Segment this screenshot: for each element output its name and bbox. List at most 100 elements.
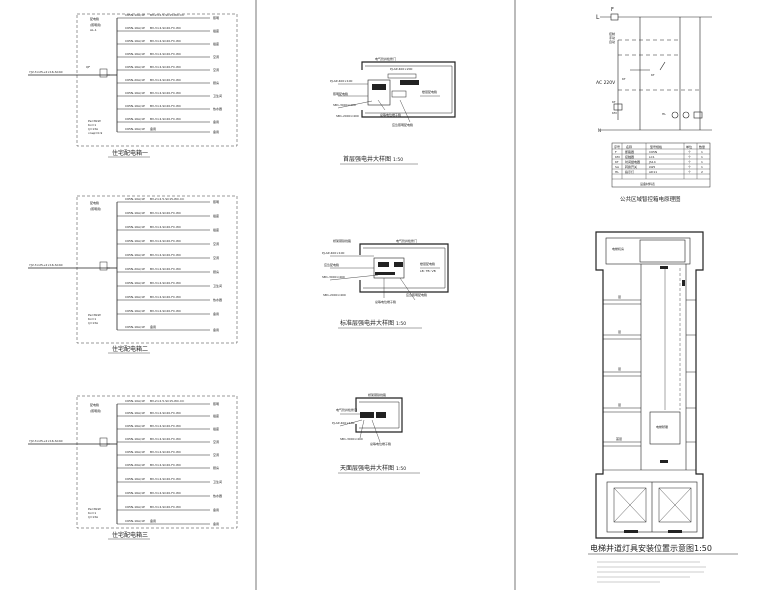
svg-text:BV-3×4-SC20-FC.WC: BV-3×4-SC20-FC.WC	[150, 26, 181, 30]
svg-text:热水器: 热水器	[213, 297, 222, 302]
svg-text:BV-2×2.5-SC15-WC.CC: BV-2×2.5-SC15-WC.CC	[150, 197, 184, 201]
svg-text:BV-3×4-SC20-FC.WC: BV-3×4-SC20-FC.WC	[150, 411, 181, 415]
svg-text:自动: 自动	[609, 39, 615, 44]
svg-text:C65N-16A/1P: C65N-16A/1P	[125, 505, 145, 509]
svg-text:空调: 空调	[213, 54, 219, 59]
svg-text:空调: 空调	[213, 255, 219, 260]
svg-text:厨房: 厨房	[213, 465, 219, 470]
svg-text:BV-3×4-SC20-FC.WC: BV-3×4-SC20-FC.WC	[150, 505, 181, 509]
svg-text:备用: 备用	[150, 126, 156, 131]
svg-text:HL: HL	[662, 112, 666, 116]
svg-text:AL-1: AL-1	[90, 28, 97, 32]
svg-text:备用: 备用	[213, 129, 219, 134]
svg-text:插座: 插座	[213, 213, 219, 218]
svg-text:型号规格: 型号规格	[650, 144, 662, 149]
label-N: N	[598, 128, 601, 133]
svg-text:楼层配电箱: 楼层配电箱	[420, 261, 435, 266]
svg-text:备用: 备用	[213, 119, 219, 124]
label-ac: AC 220V	[596, 80, 616, 86]
svg-text:C65N-20A/1P: C65N-20A/1P	[125, 463, 145, 467]
svg-text:控制: 控制	[609, 31, 615, 36]
svg-text:BV-3×4-SC20-FC.WC: BV-3×4-SC20-FC.WC	[150, 78, 181, 82]
svg-text:备用: 备用	[213, 327, 219, 332]
svg-text:断路器: 断路器	[625, 149, 634, 154]
distribution-box-1: YJV-3×25+2×16-SC40 QF 配电箱 (照明用) AL-1 Pe=…	[28, 13, 238, 158]
svg-text:YJV-3×25+2×16-SC40: YJV-3×25+2×16-SC40	[29, 439, 63, 443]
svg-text:BV-3×4-SC20-FC.WC: BV-3×4-SC20-FC.WC	[150, 281, 181, 285]
svg-text:照明: 照明	[213, 200, 219, 204]
svg-text:C65N-10A/1P: C65N-10A/1P	[125, 399, 145, 403]
svg-text:Ij=13A: Ij=13A	[88, 127, 99, 131]
svg-text:接触器: 接触器	[625, 154, 634, 159]
svg-text:手动: 手动	[609, 35, 615, 40]
svg-text:空调: 空调	[213, 241, 219, 246]
svg-text:个: 个	[688, 160, 691, 164]
svg-text:插座: 插座	[213, 28, 219, 33]
svg-text:AD11: AD11	[649, 170, 657, 174]
svg-text:PJ-AP-400×100: PJ-AP-400×100	[322, 251, 345, 255]
svg-text:层: 层	[618, 402, 621, 407]
svg-text:BV-3×4-SC20-FC.WC: BV-3×4-SC20-FC.WC	[150, 104, 181, 108]
svg-text:C65N-16A/1P: C65N-16A/1P	[125, 225, 145, 229]
svg-text:BV-3×4-SC20-FC.WC: BV-3×4-SC20-FC.WC	[150, 117, 181, 121]
svg-text:C65N-16A/1P: C65N-16A/1P	[125, 519, 145, 523]
svg-text:空调: 空调	[213, 452, 219, 457]
svg-text:BV-3×4-SC20-FC.WC: BV-3×4-SC20-FC.WC	[150, 211, 181, 215]
svg-text:插座: 插座	[213, 426, 219, 431]
svg-text:(照明用): (照明用)	[90, 23, 101, 27]
svg-text:名称: 名称	[626, 144, 632, 149]
svg-text:插座: 插座	[213, 41, 219, 46]
svg-text:电梯机房: 电梯机房	[612, 246, 624, 251]
box-caption-2: 住宅配电箱二	[112, 345, 148, 353]
svg-text:应急照明配电箱: 应急照明配电箱	[406, 292, 427, 297]
svg-text:设备材料表: 设备材料表	[640, 181, 655, 186]
svg-text:层: 层	[618, 329, 621, 334]
svg-text:2: 2	[701, 170, 703, 174]
svg-text:转换开关: 转换开关	[625, 164, 637, 169]
svg-text:Kx=1: Kx=1	[88, 511, 96, 515]
svg-text:厨房: 厨房	[213, 80, 219, 85]
label-L: L	[596, 14, 600, 21]
svg-text:LC1: LC1	[649, 155, 655, 159]
svg-text:桥架钢铁线路: 桥架钢铁线路	[333, 238, 351, 243]
svg-text:SA: SA	[615, 165, 620, 169]
svg-text:C65N-16A/1P: C65N-16A/1P	[125, 39, 145, 43]
svg-text:时间继电器: 时间继电器	[625, 159, 640, 164]
svg-text:KT: KT	[622, 77, 626, 81]
svg-text:(照明用): (照明用)	[90, 207, 101, 211]
svg-text:电气管井检修门: 电气管井检修门	[336, 407, 357, 412]
elevator-caption: 电梯井道灯具安装位置示意图1:50	[590, 543, 712, 553]
svg-text:备用: 备用	[213, 311, 219, 316]
svg-text:BV-3×4-SC20-FC.WC: BV-3×4-SC20-FC.WC	[150, 253, 181, 257]
control-circuit-labels: L F N AC 220V	[596, 7, 616, 133]
box-caption-1: 住宅配电箱一	[112, 149, 148, 157]
svg-text:备用: 备用	[213, 521, 219, 526]
label-F: F	[611, 7, 614, 13]
svg-text:备用: 备用	[150, 518, 156, 523]
svg-text:BV-3×4-SC20-FC.WC: BV-3×4-SC20-FC.WC	[150, 424, 181, 428]
svg-text:层: 层	[618, 366, 621, 371]
svg-text:BV-3×4-SC20-FC.WC: BV-3×4-SC20-FC.WC	[150, 91, 181, 95]
svg-text:C65N-16A/1P: C65N-16A/1P	[125, 91, 145, 95]
svg-text:1: 1	[701, 165, 703, 169]
svg-text:JS14: JS14	[648, 160, 656, 164]
control-circuit-annotations: 控制 手动 自动 KT KT KT KM HL	[609, 31, 666, 116]
svg-text:C65N-16A/1P: C65N-16A/1P	[125, 281, 145, 285]
svg-text:空调: 空调	[213, 67, 219, 72]
svg-text:LB: TB: VB: LB: TB: VB	[420, 269, 436, 273]
svg-text:卫生间: 卫生间	[213, 283, 222, 288]
svg-text:BV-3×4-SC20-FC.WC: BV-3×4-SC20-FC.WC	[150, 39, 181, 43]
svg-text:照明: 照明	[213, 402, 219, 406]
svg-text:BV-2×2.5-SC15-WC.CC: BV-2×2.5-SC15-WC.CC	[150, 13, 184, 17]
svg-text:C65N: C65N	[649, 150, 657, 154]
svg-text:热水器: 热水器	[213, 106, 222, 111]
svg-text:HL: HL	[615, 170, 619, 174]
svg-text:PJ-AP-400×100: PJ-AP-400×100	[332, 421, 355, 425]
svg-text:1: 1	[701, 155, 703, 159]
svg-text:总等电位端子箱: 总等电位端子箱	[380, 112, 401, 117]
svg-text:Pe=8kW: Pe=8kW	[88, 119, 101, 123]
svg-text:单位: 单位	[686, 144, 692, 149]
svg-text:SB1-2000×400: SB1-2000×400	[336, 114, 359, 118]
